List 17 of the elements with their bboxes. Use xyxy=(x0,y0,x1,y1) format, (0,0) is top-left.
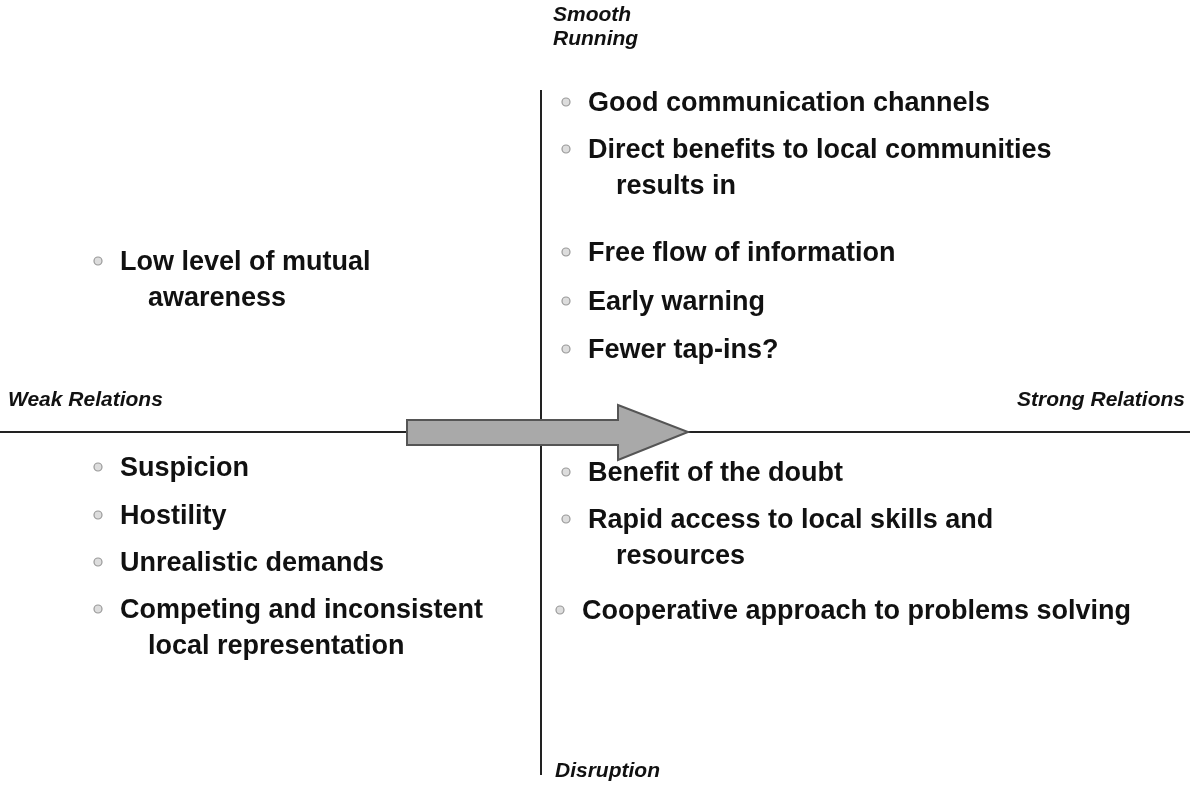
axis-label: Disruption xyxy=(555,758,661,782)
bullet-text: Direct benefits to local communities results in xyxy=(588,133,1053,202)
bullet-text: Low level of mutual awareness xyxy=(120,245,372,314)
axis-label: Weak Relations xyxy=(8,387,164,411)
bullet-text: Rapid access to local skills and resources xyxy=(588,503,995,572)
bullet-text: Suspicion xyxy=(120,451,250,484)
bullet-text: Cooperative approach to problems solving xyxy=(582,594,1133,627)
bullet-text: Unrealistic demands xyxy=(120,546,386,579)
bullet-text: Free flow of information xyxy=(588,236,897,269)
bullet-text: Competing and inconsistent local representation xyxy=(120,593,484,662)
bullet-text: Early warning xyxy=(588,285,767,318)
axis-label: Smooth Running xyxy=(553,2,640,50)
bullet-text: Hostility xyxy=(120,499,228,532)
bullet-text: Good communication channels xyxy=(588,86,992,119)
axis-label: Strong Relations xyxy=(1016,387,1185,411)
bullet-text: Fewer tap-ins? xyxy=(588,333,780,366)
bullet-text: Benefit of the doubt xyxy=(588,456,844,489)
